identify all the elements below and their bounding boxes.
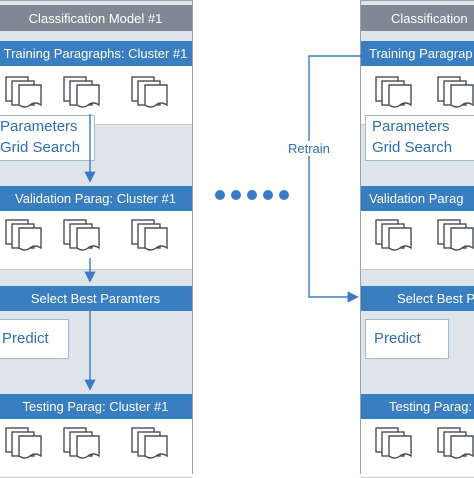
validation-docs-panel <box>0 211 192 270</box>
document-stack-icon <box>131 76 175 110</box>
retrain-arrow <box>308 55 362 303</box>
predict-box: Predict <box>0 319 69 359</box>
document-stack-icon <box>437 76 474 110</box>
dot <box>247 190 257 200</box>
testing-stage-bar: Testing Parag: <box>361 394 474 419</box>
select-stage-bar: Select Best P <box>361 286 474 311</box>
model-title: Classification <box>361 5 474 31</box>
retrain-label: Retrain <box>287 141 331 156</box>
dot <box>279 190 289 200</box>
document-stack-icon <box>437 427 474 461</box>
select-stage-bar: Select Best Paramters <box>0 286 192 311</box>
document-stack-icon <box>63 427 107 461</box>
document-stack-icon <box>5 76 49 110</box>
predict-label: Predict <box>2 330 49 347</box>
dot <box>215 190 225 200</box>
document-stack-icon <box>375 427 419 461</box>
dot <box>231 190 241 200</box>
document-stack-icon <box>437 219 474 253</box>
grid-search-label: Grid Search <box>372 139 453 156</box>
dot <box>263 190 273 200</box>
parameters-box: Parameters Grid Search <box>365 115 474 161</box>
validation-stage-bar: Validation Parag: Cluster #1 <box>0 186 192 211</box>
document-stack-icon <box>63 219 107 253</box>
grid-search-label: Grid Search <box>0 139 81 156</box>
training-stage-bar: Training Paragrap <box>361 41 474 66</box>
document-stack-icon <box>131 427 175 461</box>
document-stack-icon <box>375 76 419 110</box>
document-stack-icon <box>131 219 175 253</box>
document-stack-icon <box>5 427 49 461</box>
parameters-label: Parameters <box>372 118 450 135</box>
predict-label: Predict <box>374 330 421 347</box>
validation-docs-panel <box>361 211 474 270</box>
model-title: Classification Model #1 <box>0 5 192 31</box>
document-stack-icon <box>5 219 49 253</box>
training-docs-panel <box>0 66 192 125</box>
parameters-box: Parameters Grid Search <box>0 115 95 161</box>
parameters-label: Parameters <box>0 118 78 135</box>
model-column-right: Classification Training Paragrap Paramet… <box>360 0 474 478</box>
validation-stage-bar: Validation Parag <box>361 186 474 211</box>
testing-docs-panel <box>0 419 192 478</box>
model-column-left: Classification Model #1 Training Paragra… <box>0 0 193 478</box>
testing-stage-bar: Testing Parag: Cluster #1 <box>0 394 192 419</box>
predict-box: Predict <box>365 319 449 359</box>
document-stack-icon <box>375 219 419 253</box>
continuation-dots <box>215 188 289 202</box>
training-stage-bar: Training Paragraphs: Cluster #1 <box>0 41 192 66</box>
document-stack-icon <box>63 76 107 110</box>
